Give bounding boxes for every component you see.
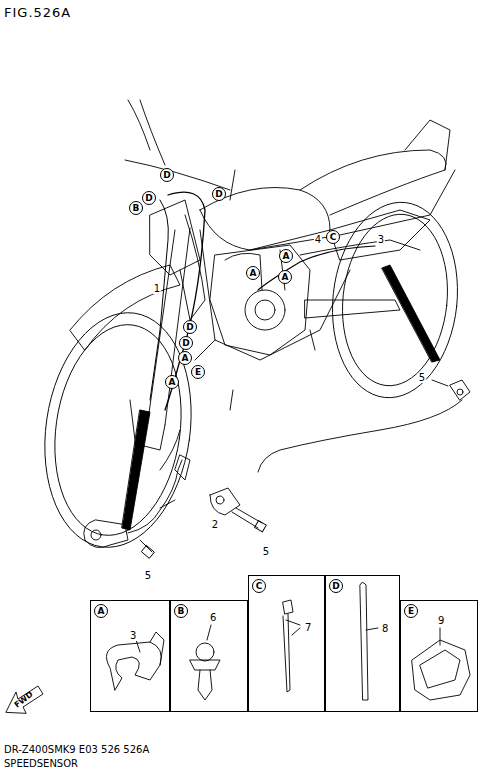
callout-number: 8 <box>381 624 389 634</box>
reference-letter: A <box>165 375 179 389</box>
detail-panel: C7 <box>248 575 325 712</box>
reference-letter: A <box>246 266 260 280</box>
callout-number: 3 <box>129 631 137 641</box>
reference-letter: D <box>142 191 156 205</box>
reference-letter: C <box>326 230 340 244</box>
callout-number: 5 <box>262 547 270 557</box>
reference-letter: A <box>278 270 292 284</box>
callout-number: 9 <box>437 616 445 626</box>
callout-number: 6 <box>209 613 217 623</box>
callout-number: 5 <box>144 571 152 581</box>
detail-panel: D8 <box>325 575 400 712</box>
callout-number: 4 <box>314 235 322 245</box>
reference-letter: E <box>191 365 205 379</box>
callout-number: 2 <box>211 520 219 530</box>
reference-letter: D <box>183 320 197 334</box>
reference-letter: D <box>179 336 193 350</box>
reference-letter: A <box>279 249 293 263</box>
panel-letter: D <box>329 579 343 593</box>
reference-letter: A <box>178 351 192 365</box>
reference-letter: D <box>212 187 226 201</box>
figure-title: FIG.526A <box>4 6 71 19</box>
callout-number: 1 <box>153 284 161 294</box>
callout-number: 3 <box>377 235 385 245</box>
footer-text: SPEEDSENSOR <box>4 759 78 769</box>
detail-panel: E9 <box>400 600 478 712</box>
panel-letter: A <box>94 604 108 618</box>
detail-panel: A3 <box>90 600 170 712</box>
footer-text: DR-Z400SMK9 E03 526 526A <box>4 745 149 755</box>
detail-panel: B6 <box>170 600 248 712</box>
panel-letter: E <box>404 604 418 618</box>
panel-letter: B <box>174 604 188 618</box>
callout-number: 7 <box>304 623 312 633</box>
reference-letter: D <box>160 168 174 182</box>
callout-number: 5 <box>418 373 426 383</box>
reference-letter: B <box>129 201 143 215</box>
panel-letter: C <box>252 579 266 593</box>
